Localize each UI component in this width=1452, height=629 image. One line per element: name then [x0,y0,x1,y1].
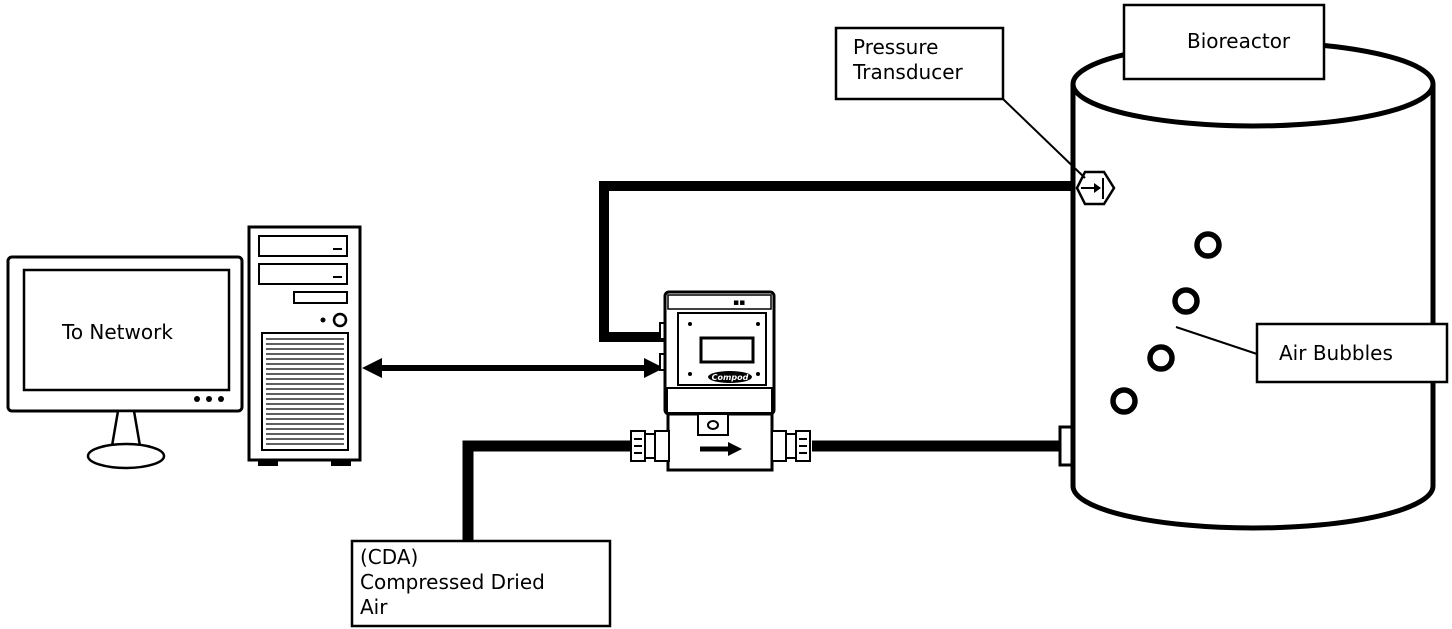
device-display [699,336,755,364]
bubbles-label: Air Bubbles [1279,341,1393,365]
data-link-arrow [362,358,664,378]
network-label: To Network [61,320,173,344]
floppy-slot [293,291,348,304]
bubbles-label-box [1255,322,1449,384]
transducer-signal-line [599,181,1082,342]
cda-label-line3: Air [360,595,388,619]
bubble [1147,344,1175,372]
monitor-neck [110,409,142,448]
tower-foot [258,460,278,466]
bubble [1194,231,1222,259]
bioreactor-tank [1070,39,1436,531]
tower-vent [261,332,349,451]
air-bubbles [1110,231,1222,415]
device-logo-text: Compod [712,373,749,382]
inlet-fitting [630,430,670,462]
flow-direction-arrow-icon [700,442,742,456]
status-mark-icon: ▪▪ [733,298,745,308]
drive-bay-2 [258,263,348,285]
transducer-leader-line [1002,98,1086,179]
tower-foot [331,460,351,466]
flow-controller: ▪▪ Compod [659,290,776,472]
monitor [6,255,244,470]
cda-label-box [350,539,612,628]
power-button-icon [332,312,348,328]
bubbles-leader-line [1175,326,1258,355]
bioreactor-label-box [1122,3,1326,81]
monitor-button-icon [218,396,224,402]
cda-label-line2: Compressed Dried [360,570,545,594]
monitor-button-icon [194,396,200,402]
pressure-transducer [1075,170,1116,206]
monitor-button-icon [206,396,212,402]
bubble [1110,387,1138,415]
bubble [1172,287,1200,315]
vent-grille [266,338,344,445]
pc-tower [247,225,362,466]
device-logo: Compod [708,371,752,383]
transducer-label-box [834,26,1005,101]
cda-supply-pipe [462,440,634,545]
cda-label-line1: (CDA) [360,545,418,569]
bioreactor-label: Bioreactor [1187,29,1291,53]
power-led-icon [320,317,326,323]
drive-bay-1 [258,235,348,257]
transducer-label-line1: Pressure [853,35,938,59]
transducer-label-line2: Transducer [852,60,964,84]
monitor-stand-base [86,442,166,470]
outlet-fitting [771,430,811,462]
